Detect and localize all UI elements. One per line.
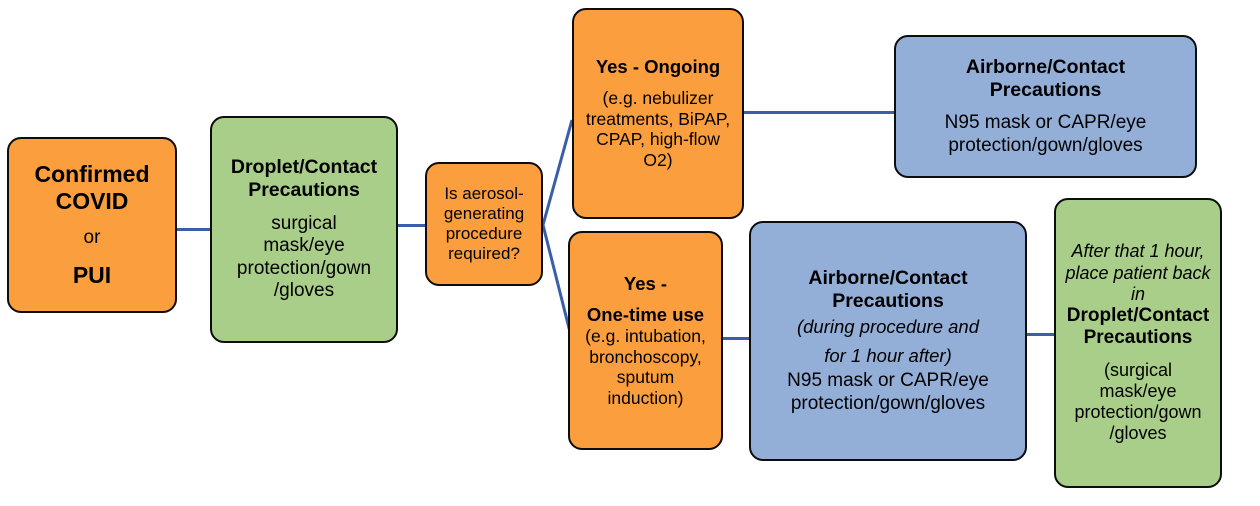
airborne-top-body-line1: N95 mask or CAPR/eye: [944, 112, 1147, 134]
confirmed-title-line3: PUI: [72, 261, 112, 288]
airborne-bottom-body-line1: N95 mask or CAPR/eye: [787, 370, 989, 392]
onetime-body-line4: induction): [607, 387, 684, 408]
node-after-that-1-hour-droplet-contact[interactable]: After that 1 hour, place patient back in…: [1054, 198, 1222, 488]
onetime-body-line1: (e.g. intubation,: [585, 325, 706, 346]
confirmed-title-line2: COVID: [55, 188, 129, 215]
after-hour-italic-line2: place patient back: [1065, 262, 1211, 283]
airborne-top-body-line2: protection/gown/gloves: [948, 134, 1143, 156]
after-hour-body-line3: protection/gown: [1074, 402, 1202, 423]
confirmed-conjunction: or: [83, 227, 101, 249]
node-droplet-contact-precautions[interactable]: Droplet/Contact Precautions surgical mas…: [210, 116, 398, 343]
ongoing-body-line4: O2): [643, 149, 673, 170]
connector-decision-branches: [541, 119, 574, 341]
ongoing-body-line1: (e.g. nebulizer: [602, 87, 714, 108]
ongoing-body-line2: treatments, BiPAP,: [585, 108, 731, 129]
ongoing-title: Yes - Ongoing: [595, 56, 721, 78]
onetime-title-line2: One-time use: [586, 304, 705, 326]
after-hour-italic-line3: in: [1130, 283, 1145, 304]
decision-line4: required?: [448, 244, 520, 264]
after-hour-title-line1: Droplet/Contact: [1066, 305, 1210, 327]
airborne-bottom-italic-line2: for 1 hour after): [824, 344, 952, 366]
airborne-top-title-line2: Precautions: [989, 78, 1102, 101]
droplet-title-line2: Precautions: [248, 179, 360, 202]
confirmed-title-line1: Confirmed: [34, 161, 150, 188]
after-hour-title-line2: Precautions: [1083, 327, 1193, 349]
droplet-title-line1: Droplet/Contact: [230, 156, 378, 179]
airborne-bottom-title-line2: Precautions: [832, 289, 944, 312]
droplet-body-line4: /gloves: [273, 280, 335, 302]
node-yes-one-time-use[interactable]: Yes - One-time use (e.g. intubation, bro…: [568, 231, 723, 450]
after-hour-body-line4: /gloves: [1109, 423, 1167, 444]
node-decision-aerosol-generating-procedure[interactable]: Is aerosol- generating procedure require…: [425, 162, 543, 286]
decision-line2: generating: [443, 203, 525, 223]
after-hour-italic-line1: After that 1 hour,: [1071, 241, 1205, 262]
droplet-body-line3: protection/gown: [236, 257, 372, 279]
node-airborne-contact-precautions-ongoing[interactable]: Airborne/Contact Precautions N95 mask or…: [894, 35, 1197, 178]
airborne-top-title-line1: Airborne/Contact: [965, 55, 1126, 78]
after-hour-body-line2: mask/eye: [1099, 380, 1177, 401]
node-airborne-contact-precautions-one-time[interactable]: Airborne/Contact Precautions (during pro…: [749, 221, 1027, 461]
airborne-bottom-body-line2: protection/gown/gloves: [790, 392, 986, 414]
onetime-body-line2: bronchoscopy,: [589, 346, 702, 367]
droplet-body-line2: mask/eye: [263, 235, 345, 257]
airborne-bottom-title-line1: Airborne/Contact: [808, 266, 968, 289]
ongoing-body-line3: CPAP, high-flow: [596, 129, 720, 150]
decision-line3: procedure: [445, 224, 523, 243]
droplet-body-line1: surgical: [271, 212, 337, 234]
connector-droplet-to-decision: [397, 224, 426, 227]
airborne-bottom-italic-line1: (during procedure and: [796, 315, 980, 337]
decision-line1: Is aerosol-: [444, 183, 524, 203]
node-yes-ongoing[interactable]: Yes - Ongoing (e.g. nebulizer treatments…: [572, 8, 744, 219]
after-hour-body-line1: (surgical: [1103, 359, 1173, 380]
onetime-title-line1: Yes -: [623, 272, 668, 294]
connector-onetime-to-airborne-bottom: [722, 337, 751, 340]
connector-confirmed-to-droplet: [176, 228, 211, 231]
node-confirmed-covid-or-pui[interactable]: Confirmed COVID or PUI: [7, 137, 177, 313]
connector-airborne-bottom-to-after-hour: [1026, 333, 1056, 336]
connector-ongoing-to-airborne-top: [743, 111, 896, 114]
onetime-body-line3: sputum: [616, 367, 675, 388]
